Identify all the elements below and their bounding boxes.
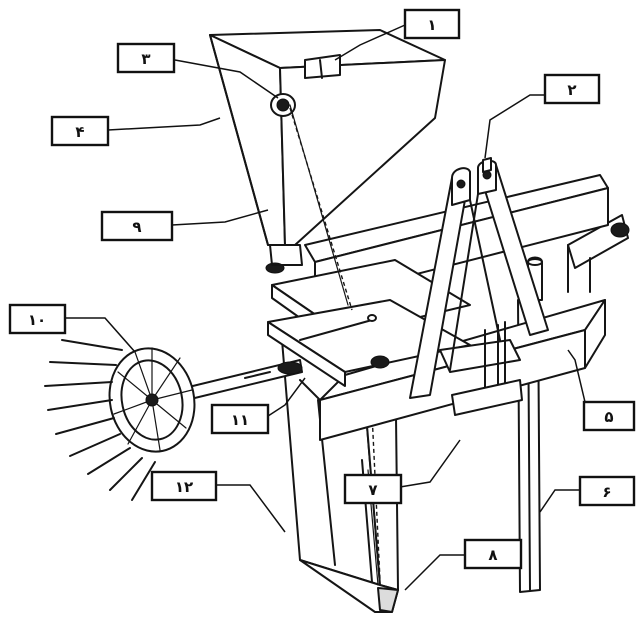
leader-5 xyxy=(567,349,586,403)
callout-6-label: ۶ xyxy=(602,483,611,501)
callout-1-label: ۱ xyxy=(427,16,436,34)
callout-7-label: ۷ xyxy=(368,481,377,499)
callout-4: ۴ xyxy=(50,115,110,147)
callout-12: ۱۲ xyxy=(150,470,218,502)
callout-8-label: ۸ xyxy=(488,546,497,564)
hitch-a-frame xyxy=(409,157,549,399)
callout-9-label: ۹ xyxy=(132,218,141,236)
leader-2 xyxy=(484,94,545,159)
leader-10 xyxy=(65,317,136,353)
callout-12-label: ۱۲ xyxy=(175,478,193,496)
callout-11: ۱۱ xyxy=(210,403,270,435)
leader-lines xyxy=(65,24,586,591)
callout-5: ۵ xyxy=(582,400,636,432)
seed-hopper xyxy=(209,29,446,311)
leader-12 xyxy=(215,484,286,533)
leader-1 xyxy=(334,24,406,61)
callout-5-label: ۵ xyxy=(604,408,613,426)
callout-3-label: ۳ xyxy=(141,50,150,68)
leader-9 xyxy=(171,209,269,226)
callout-2: ۲ xyxy=(543,73,601,105)
callout-9: ۹ xyxy=(100,210,174,242)
callout-8: ۸ xyxy=(463,538,523,570)
leader-11 xyxy=(264,377,306,419)
callout-10: ۱۰ xyxy=(8,303,67,335)
callout-11-label: ۱۱ xyxy=(231,411,249,429)
wheel-spikes xyxy=(44,339,156,501)
callout-2-label: ۲ xyxy=(567,81,576,99)
callout-1: ۱ xyxy=(403,8,461,40)
callout-4-label: ۴ xyxy=(75,123,84,141)
leader-4 xyxy=(107,117,221,131)
spiked-wheel xyxy=(44,339,196,501)
machine-drawing xyxy=(44,29,630,613)
callout-7: ۷ xyxy=(343,473,403,505)
callout-6: ۶ xyxy=(578,475,636,507)
callout-10-label: ۱۰ xyxy=(28,311,46,329)
callout-3: ۳ xyxy=(116,42,176,74)
wheel-spokes xyxy=(113,347,193,451)
leader-6 xyxy=(539,489,580,513)
leader-7 xyxy=(399,439,461,488)
leader-3 xyxy=(174,59,279,99)
leader-8 xyxy=(404,554,465,591)
